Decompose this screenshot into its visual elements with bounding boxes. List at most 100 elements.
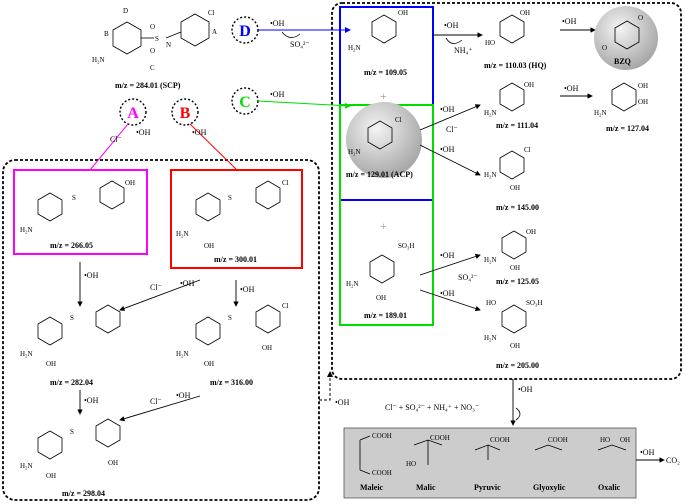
svg-text:H₂N: H₂N [20,462,33,470]
mz-109: m/z = 109.05 [364,68,407,77]
svg-text:HO: HO [406,460,416,468]
svg-text:COOH: COOH [490,436,510,444]
mz-189: m/z = 189.01 [364,311,407,320]
svg-text:O: O [638,14,643,22]
svg-text:H₂N: H₂N [484,171,497,179]
svg-text:H₂N: H₂N [594,109,607,117]
svg-text:COOH: COOH [372,432,392,440]
acid-structures [359,435,627,475]
svg-text:Cl⁻: Cl⁻ [150,283,162,292]
svg-text:SO₃H: SO₃H [526,299,542,307]
svg-text:•OH: •OH [84,271,99,280]
svg-text:OH: OH [526,228,536,236]
svg-text:COOH: COOH [372,469,392,477]
svg-text:OH: OH [510,342,520,350]
final-co2: CO₂ [666,456,680,465]
svg-text:H₂N: H₂N [484,334,497,342]
mz-scp: m/z = 284.01 (SCP) [115,81,181,90]
mineral-ions: Cl⁻ + SO₄²⁻ + NH₄⁺ + NO₃⁻ [385,403,479,412]
svg-text:Cl⁻: Cl⁻ [446,125,458,134]
svg-text:S: S [228,194,232,202]
svg-text:S: S [228,314,232,322]
molecule-scp [112,13,210,55]
svg-text:+: + [380,89,387,103]
mz-110: m/z = 110.03 (HQ) [484,61,547,70]
svg-text:•OH: •OH [440,289,455,298]
svg-text:OH: OH [510,264,520,272]
pathway-b-letter: B [180,105,191,122]
svg-text:Cl: Cl [524,146,531,154]
svg-text:OH: OH [108,459,118,467]
mz-300: m/z = 300.01 [214,255,257,264]
svg-text:N: N [166,41,171,49]
svg-text:H₂N: H₂N [20,226,33,234]
svg-text:O: O [150,47,155,55]
svg-text:OH: OH [376,294,386,302]
svg-text:•OH: •OH [440,105,455,114]
svg-text:•OH: •OH [180,279,195,288]
svg-text:HO: HO [600,436,610,444]
svg-text:•OH: •OH [518,385,533,394]
svg-text:SO₄²⁻: SO₄²⁻ [290,40,310,49]
svg-text:•OH: •OH [640,448,655,457]
pathway-a-letter: A [127,105,139,122]
svg-text:H₂N: H₂N [348,44,361,52]
svg-text:•OH: •OH [440,145,455,154]
carboxylic-acids-box [343,427,637,499]
svg-text:+: + [380,219,387,233]
svg-text:H₂N: H₂N [92,56,105,64]
svg-text:•OH: •OH [440,251,455,260]
svg-text:NH₄⁺: NH₄⁺ [454,46,473,55]
svg-text:COOH: COOH [548,436,568,444]
svg-text:COOH: COOH [430,434,450,442]
mz-145: m/z = 145.00 [496,203,539,212]
mz-316: m/z = 316.00 [210,378,253,387]
svg-text:•OH: •OH [192,128,207,137]
svg-text:OH: OH [204,360,214,368]
right-dashed-box [331,2,682,380]
svg-text:•OH: •OH [335,398,350,407]
svg-text:HO: HO [485,39,495,47]
site-c-label: C [150,64,155,72]
svg-text:H₂N: H₂N [20,350,33,358]
svg-text:•OH: •OH [562,17,577,26]
svg-text:H₂N: H₂N [176,230,189,238]
svg-text:H₂N: H₂N [484,256,497,264]
svg-text:OH: OH [520,9,530,17]
left-dashed-box [2,159,320,501]
svg-text:OH: OH [125,179,135,187]
acid-oxalic: Oxalic [598,483,621,492]
svg-text:SO₄²⁻: SO₄²⁻ [458,273,478,282]
bzq-sphere [594,6,658,70]
svg-text:Cl: Cl [208,9,215,17]
svg-text:Cl: Cl [282,302,289,310]
mz-127: m/z = 127.04 [606,124,649,133]
pathway-b-circle [171,98,199,126]
svg-text:S: S [155,35,159,43]
svg-text:O: O [150,23,155,31]
site-b-label: B [104,30,109,38]
mz-125: m/z = 125.05 [496,277,539,286]
mz-266: m/z = 266.05 [50,241,93,250]
mz-111: m/z = 111.04 [496,121,538,130]
site-a-label: A [212,28,217,36]
pathway-d-letter: D [239,23,251,40]
svg-text:O: O [602,44,607,52]
svg-text:H₂N: H₂N [484,109,497,117]
svg-text:•OH: •OH [240,285,255,294]
svg-text:H₂N: H₂N [348,148,361,156]
acid-pyruvic: Pyruvic [474,483,501,492]
mz-298: m/z = 298.04 [62,489,105,498]
svg-text:H₂N: H₂N [176,350,189,358]
svg-text:•OH: •OH [176,391,191,400]
site-d-label: D [123,7,128,15]
svg-text:OH: OH [510,184,520,192]
svg-text:Cl: Cl [282,179,289,187]
svg-text:Cl⁻: Cl⁻ [150,397,162,406]
svg-text:OH: OH [524,81,534,89]
svg-text:•OH: •OH [444,21,459,30]
svg-text:S: S [70,314,74,322]
svg-text:S: S [70,428,74,436]
svg-text:S: S [72,194,76,202]
